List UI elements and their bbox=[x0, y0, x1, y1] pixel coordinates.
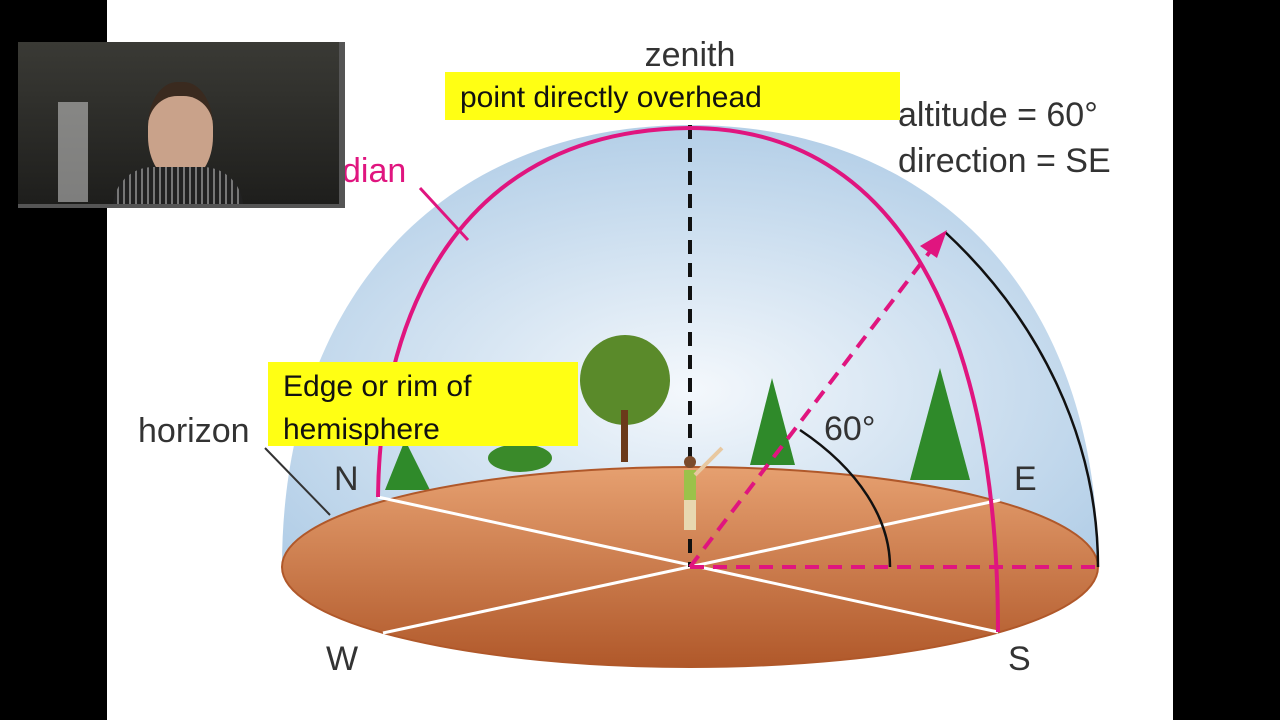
trees bbox=[385, 335, 970, 490]
zenith-label: zenith bbox=[645, 36, 736, 74]
west-label: W bbox=[326, 640, 358, 678]
horizon-pointer bbox=[264, 447, 331, 516]
zenith-annotation: point directly overhead bbox=[445, 72, 900, 120]
meridian-arc bbox=[376, 125, 1000, 633]
webcam-overlay bbox=[18, 42, 345, 208]
observer-figure bbox=[684, 446, 724, 530]
angle-arc bbox=[799, 428, 892, 568]
direction-text: direction = SE bbox=[898, 142, 1111, 180]
meridian-label: dian bbox=[342, 152, 406, 190]
east-label: E bbox=[1014, 460, 1037, 498]
arrowhead-icon bbox=[920, 230, 947, 258]
angle-label: 60° bbox=[824, 410, 875, 448]
horizon-annotation: Edge or rim of hemisphere bbox=[268, 362, 578, 446]
meridian-pointer bbox=[418, 186, 470, 242]
south-label: S bbox=[1008, 640, 1031, 678]
horizon-label: horizon bbox=[138, 412, 250, 450]
altitude-text: altitude = 60° bbox=[898, 96, 1098, 134]
star-vertical-circle bbox=[944, 231, 1100, 568]
presenter-video bbox=[113, 72, 243, 204]
north-label: N bbox=[334, 460, 359, 498]
